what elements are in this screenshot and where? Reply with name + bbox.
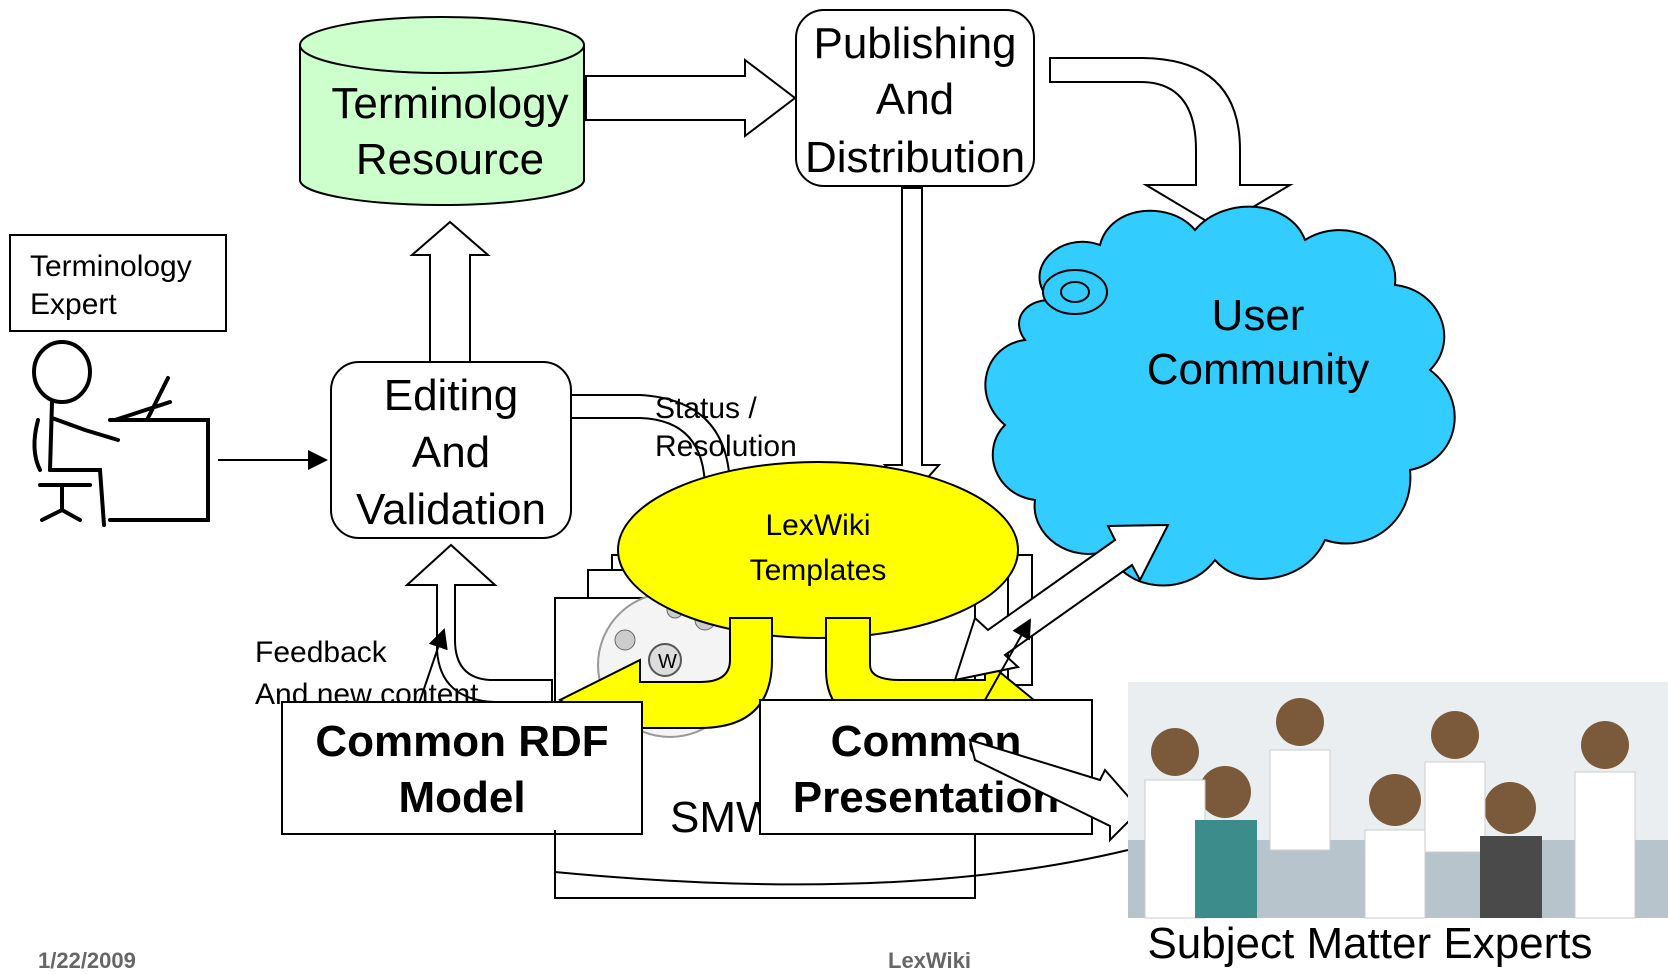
terminology-resource-node: Terminology Resource bbox=[299, 16, 585, 206]
user-community-node: User Community bbox=[984, 205, 1456, 587]
arrow-presentation-to-experts bbox=[968, 738, 1142, 843]
svg-text:W: W bbox=[658, 651, 677, 673]
user-community-line2: Community bbox=[1147, 345, 1370, 394]
publishing-line3: Distribution bbox=[805, 133, 1025, 182]
community-pointer-arrow bbox=[984, 618, 1031, 701]
common-rdf-line1: Common RDF bbox=[315, 717, 608, 766]
editing-line1: Editing bbox=[384, 371, 519, 420]
publishing-line2: And bbox=[876, 75, 954, 124]
status-label-line1: Status / bbox=[655, 392, 757, 425]
arrow-community-presentation bbox=[953, 523, 1170, 682]
terminology-expert-line1: Terminology bbox=[30, 250, 192, 283]
editing-line3: Validation bbox=[356, 485, 546, 534]
publishing-line1: Publishing bbox=[813, 19, 1016, 68]
editing-line2: And bbox=[412, 428, 490, 477]
lexwiki-templates-line2: Templates bbox=[750, 554, 887, 587]
common-rdf-node: Common RDF Model bbox=[281, 701, 643, 835]
arrow-resource-to-publishing bbox=[585, 57, 797, 139]
lexwiki-templates-node: LexWiki Templates bbox=[617, 461, 1019, 639]
lexwiki-templates-line1: LexWiki bbox=[765, 509, 870, 542]
arrow-publishing-to-community bbox=[1049, 57, 1294, 230]
footer-date: 1/22/2009 bbox=[38, 948, 136, 970]
arrow-editing-to-resource bbox=[409, 220, 491, 363]
editing-node: Editing And Validation bbox=[330, 361, 572, 539]
feedback-label-line1: Feedback bbox=[255, 636, 388, 669]
common-rdf-line2: Model bbox=[398, 773, 525, 822]
arrow-publishing-to-templates bbox=[882, 187, 942, 497]
terminology-expert-line2: Expert bbox=[30, 288, 117, 321]
status-label-line2: Resolution bbox=[655, 430, 797, 463]
terminology-resource-line2: Resource bbox=[356, 135, 544, 184]
status-resolution-connector bbox=[572, 394, 731, 491]
user-community-line1: User bbox=[1212, 291, 1305, 340]
experts-caption: Subject Matter Experts bbox=[1147, 919, 1592, 968]
subject-matter-experts-photo: Subject Matter Experts bbox=[1128, 682, 1668, 968]
footer-title: LexWiki bbox=[888, 948, 971, 970]
common-presentation-line2: Presentation bbox=[793, 773, 1060, 822]
bottom-connector bbox=[554, 830, 1129, 886]
arrow-feedback-to-editing bbox=[404, 543, 553, 703]
publishing-node: Publishing And Distribution bbox=[795, 9, 1035, 187]
terminology-resource-line1: Terminology bbox=[331, 79, 568, 128]
terminology-expert-node: Terminology Expert bbox=[9, 234, 227, 332]
stick-figure-icon bbox=[32, 340, 210, 527]
